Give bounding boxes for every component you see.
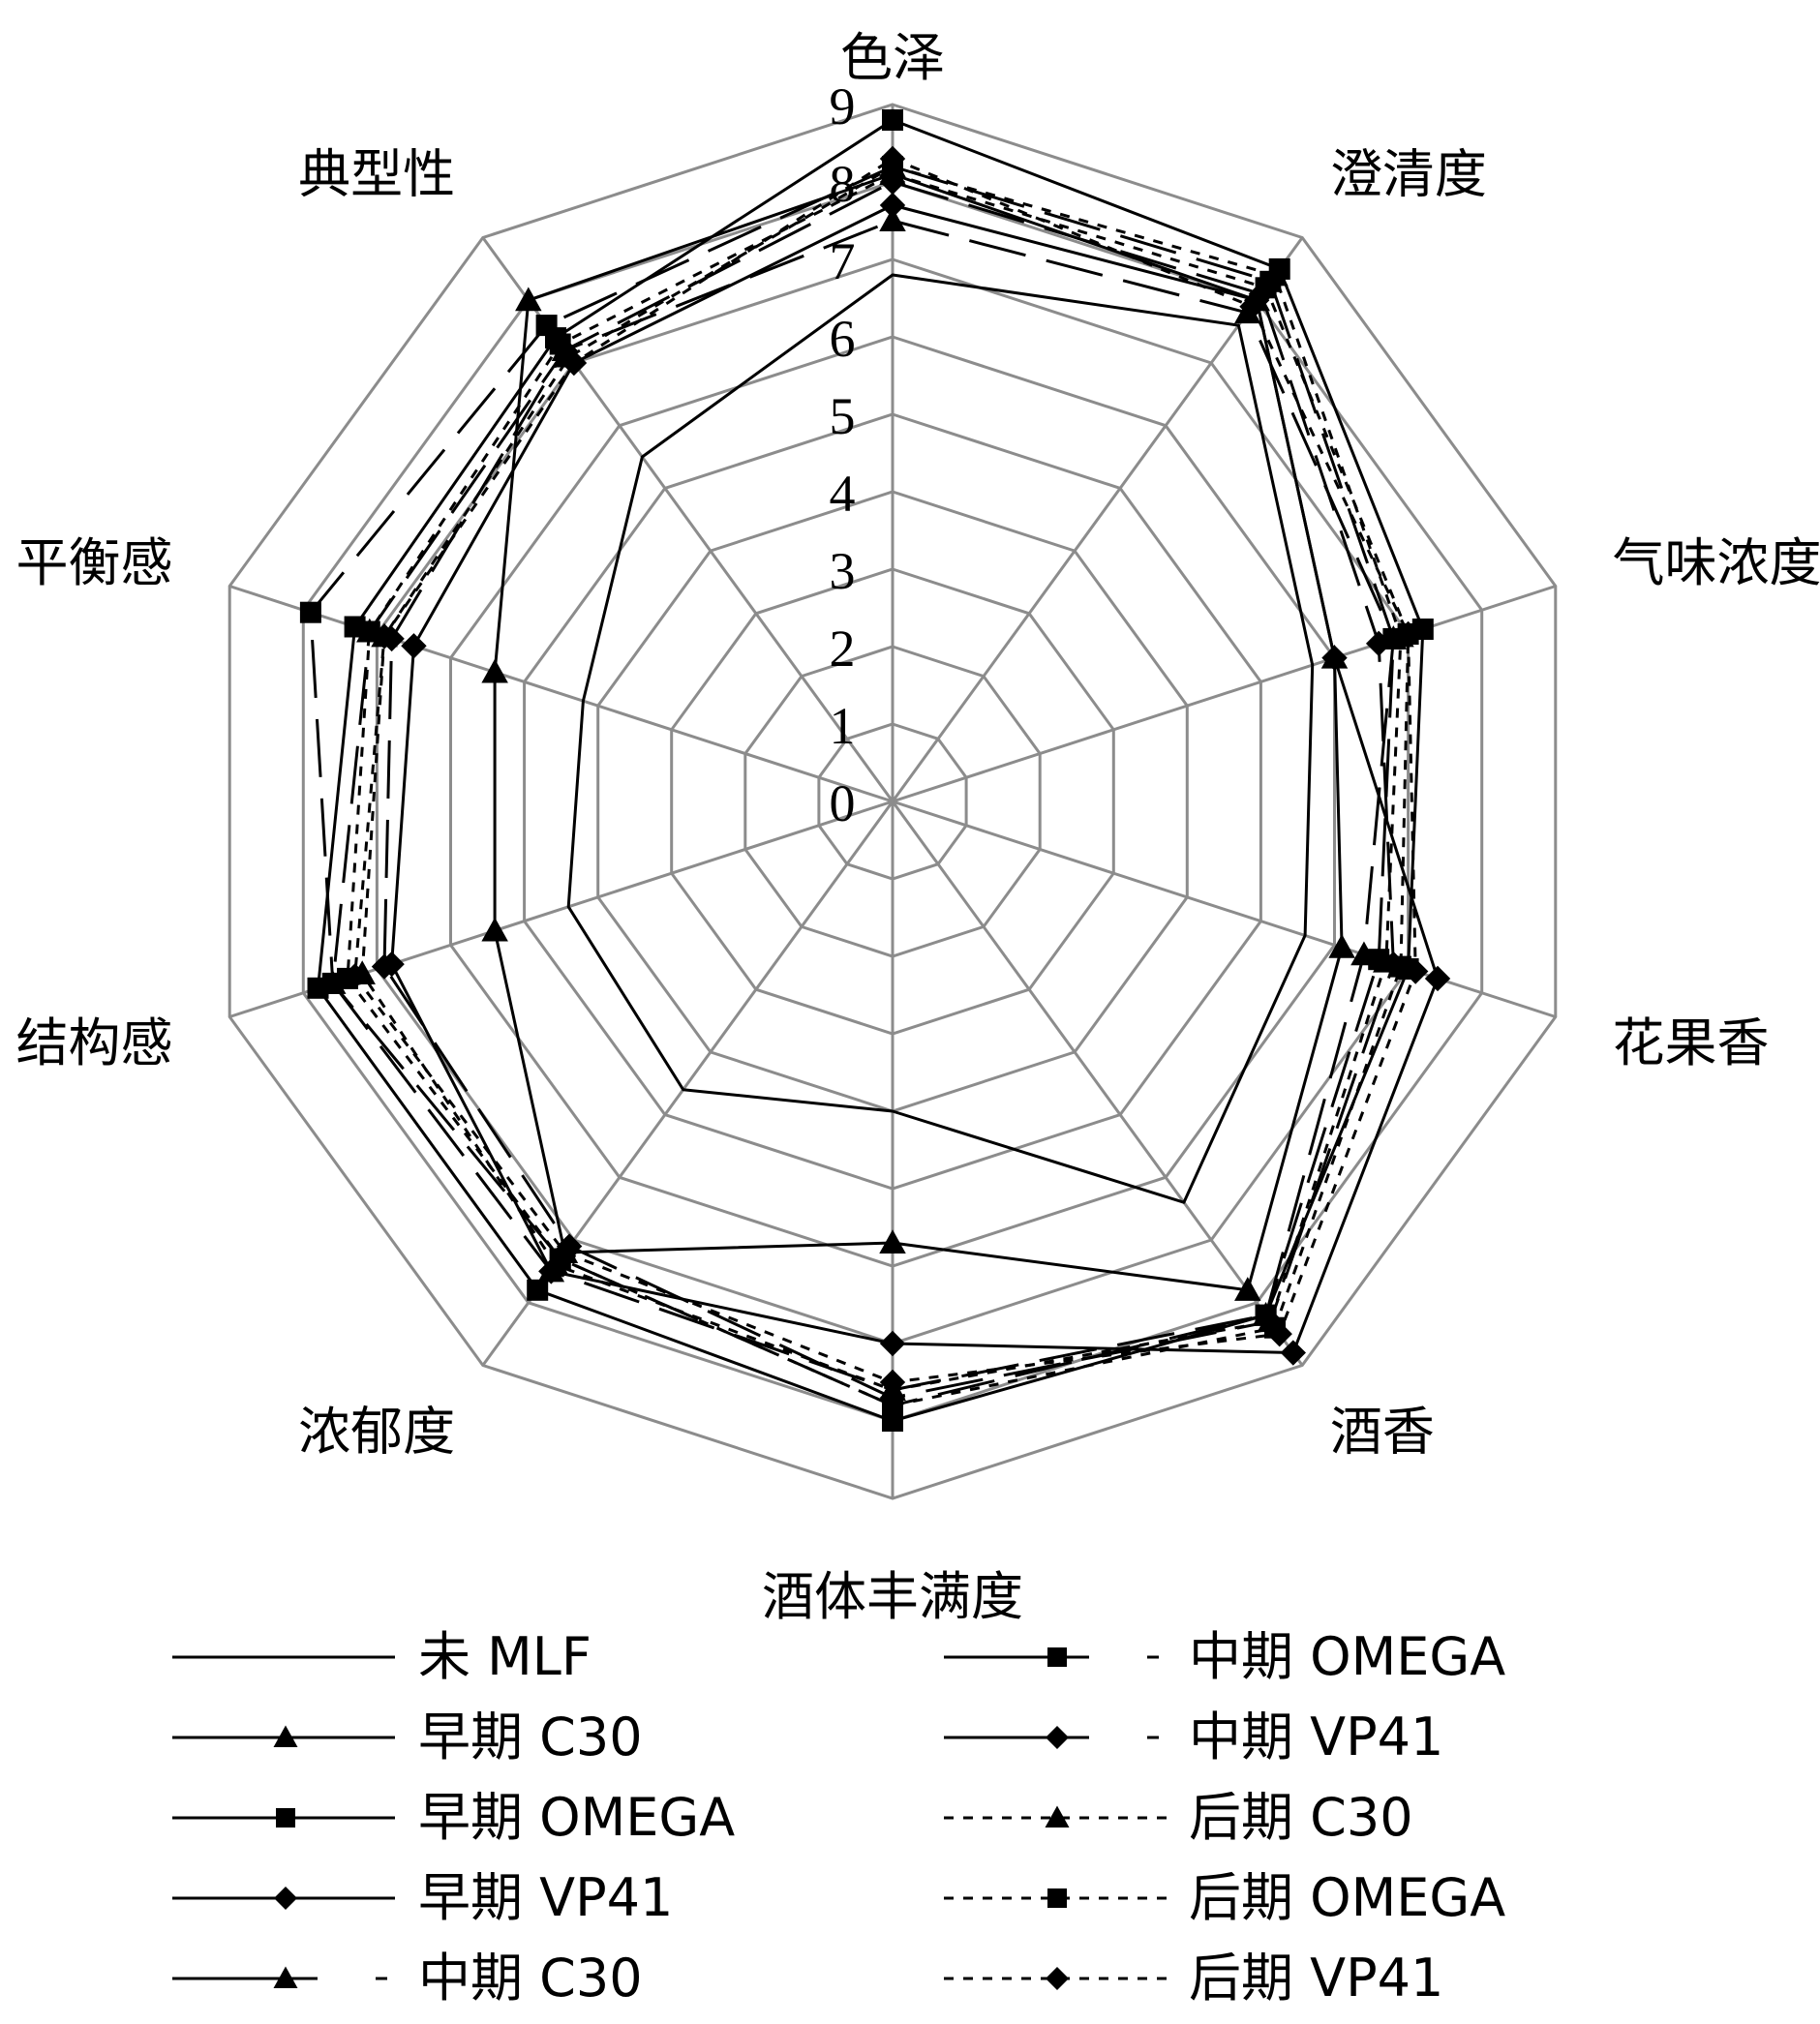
legend-label-2: 早期 OMEGA bbox=[418, 1787, 735, 1848]
legend-item-9: 后期 VP41 bbox=[944, 1948, 1443, 2009]
legend-marker-7 bbox=[1045, 1805, 1070, 1828]
axis-label-0: 色泽 bbox=[840, 27, 945, 88]
legend-marker-6 bbox=[1046, 1726, 1069, 1749]
legend-marker-9 bbox=[1046, 1967, 1069, 1990]
tick-label-0: 0 bbox=[830, 774, 856, 832]
series-3-point-4 bbox=[1280, 1340, 1307, 1366]
legend-marker-1 bbox=[273, 1725, 298, 1747]
axis-label-4: 酒香 bbox=[1330, 1402, 1435, 1463]
series-3 bbox=[379, 192, 1451, 1366]
radial-tick-labels: 0 1 2 3 4 5 6 7 8 9 bbox=[830, 77, 856, 832]
axis-label-5: 酒体丰满度 bbox=[762, 1566, 1023, 1627]
legend-label-9: 后期 VP41 bbox=[1189, 1948, 1443, 2009]
series-line-8 bbox=[346, 172, 1410, 1407]
series-3-point-3 bbox=[1424, 965, 1451, 992]
series-9 bbox=[342, 145, 1429, 1396]
series-3-point-0 bbox=[879, 192, 906, 219]
series-1-point-3 bbox=[1328, 934, 1355, 958]
legend-marker-4 bbox=[273, 1966, 298, 1988]
legend-item-5: 中期 OMEGA bbox=[944, 1626, 1505, 1687]
tick-label-2: 2 bbox=[830, 619, 856, 678]
series-2-point-0 bbox=[882, 109, 903, 131]
legend-marker-8 bbox=[1047, 1888, 1067, 1908]
series-1-point-8 bbox=[481, 658, 508, 683]
axis-label-7: 结构感 bbox=[16, 1012, 173, 1073]
axis-label-9: 典型性 bbox=[298, 144, 455, 205]
legend: 未 MLF 早期 C30 早期 OMEGA 早期 VP41 中期 C30 中期 OMEGA… bbox=[172, 1626, 1505, 2009]
axis-label-6: 浓郁度 bbox=[298, 1402, 455, 1463]
series-5-point-9 bbox=[535, 315, 558, 337]
series-9-point-9 bbox=[561, 349, 588, 377]
series-9-point-3 bbox=[1403, 958, 1429, 984]
legend-label-8: 后期 OMEGA bbox=[1189, 1867, 1505, 1928]
legend-item-7: 后期 C30 bbox=[944, 1787, 1413, 1848]
series-3-point-8 bbox=[401, 633, 427, 659]
axis-label-1: 澄清度 bbox=[1330, 144, 1487, 205]
series-8-point-9 bbox=[549, 333, 571, 355]
legend-label-4: 中期 C30 bbox=[418, 1948, 643, 2009]
axis-label-8: 平衡感 bbox=[16, 532, 173, 593]
tick-label-4: 4 bbox=[830, 465, 856, 523]
legend-item-3: 早期 VP41 bbox=[172, 1867, 673, 1928]
legend-item-4: 中期 C30 bbox=[172, 1948, 643, 2009]
series-4 bbox=[319, 207, 1408, 1401]
legend-label-1: 早期 C30 bbox=[418, 1707, 643, 1767]
series-8-point-5 bbox=[882, 1395, 903, 1416]
series-8-point-1 bbox=[1255, 277, 1277, 299]
series-1-point-5 bbox=[879, 1229, 906, 1254]
legend-label-6: 中期 VP41 bbox=[1189, 1707, 1443, 1767]
spoke-2 bbox=[892, 585, 1557, 803]
legend-item-6: 中期 VP41 bbox=[944, 1707, 1443, 1767]
series-1-point-4 bbox=[1234, 1277, 1261, 1301]
spoke-1 bbox=[891, 236, 1304, 802]
legend-item-0: 未 MLF bbox=[172, 1626, 592, 1687]
series-2-point-6 bbox=[527, 1279, 549, 1301]
axis-label-2: 气味浓度 bbox=[1613, 532, 1820, 593]
spoke-8 bbox=[228, 585, 894, 803]
series-9-point-4 bbox=[1266, 1320, 1292, 1347]
legend-marker-5 bbox=[1047, 1647, 1067, 1667]
tick-label-8: 8 bbox=[830, 155, 856, 213]
series-8-point-0 bbox=[882, 164, 903, 185]
legend-item-8: 后期 OMEGA bbox=[944, 1867, 1505, 1928]
series-layer bbox=[299, 109, 1451, 1432]
series-line-0 bbox=[566, 273, 1315, 1204]
legend-item-2: 早期 OMEGA bbox=[172, 1787, 735, 1848]
series-0 bbox=[566, 273, 1315, 1204]
series-9-point-1 bbox=[1239, 293, 1265, 319]
tick-label-1: 1 bbox=[830, 697, 856, 755]
tick-label-5: 5 bbox=[830, 387, 856, 445]
tick-label-7: 7 bbox=[830, 232, 856, 290]
series-9-point-7 bbox=[342, 963, 368, 989]
legend-marker-3 bbox=[274, 1887, 297, 1910]
series-9-point-2 bbox=[1395, 620, 1421, 648]
legend-item-1: 早期 C30 bbox=[172, 1707, 643, 1767]
series-5-point-8 bbox=[299, 601, 321, 623]
legend-label-5: 中期 OMEGA bbox=[1189, 1626, 1505, 1687]
tick-label-6: 6 bbox=[830, 310, 856, 368]
series-6-point-2 bbox=[1365, 630, 1392, 657]
series-3-point-2 bbox=[1321, 645, 1348, 671]
axis-label-3: 花果香 bbox=[1613, 1012, 1770, 1073]
legend-label-7: 后期 C30 bbox=[1189, 1787, 1413, 1848]
series-9-point-0 bbox=[879, 145, 906, 172]
series-9-point-8 bbox=[371, 623, 398, 649]
series-3-point-5 bbox=[879, 1330, 906, 1357]
spoke-3 bbox=[892, 800, 1557, 1018]
series-6-point-7 bbox=[371, 953, 398, 980]
legend-label-0: 未 MLF bbox=[418, 1626, 592, 1687]
legend-marker-2 bbox=[276, 1808, 295, 1828]
tick-label-3: 3 bbox=[830, 542, 856, 600]
series-1-point-9 bbox=[515, 287, 542, 312]
series-8 bbox=[337, 164, 1419, 1416]
tick-label-9: 9 bbox=[830, 77, 856, 136]
series-4-point-0 bbox=[879, 207, 906, 231]
spoke-4 bbox=[891, 801, 1304, 1367]
series-9-point-6 bbox=[552, 1239, 578, 1266]
series-9-point-5 bbox=[879, 1369, 906, 1396]
legend-label-3: 早期 VP41 bbox=[418, 1867, 673, 1928]
series-1-point-7 bbox=[481, 917, 508, 942]
